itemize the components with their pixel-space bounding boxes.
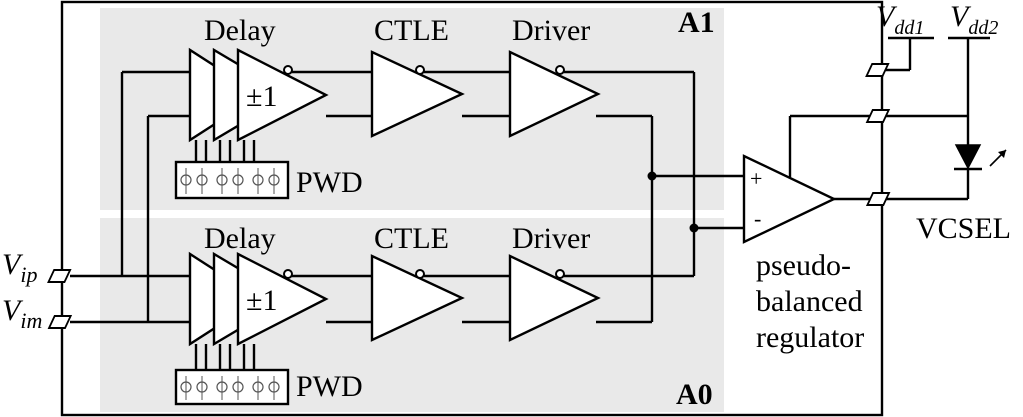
a1-delay-label: Delay: [204, 14, 276, 47]
a0-ctle-amp: [370, 254, 465, 342]
a1-pm1-label: ±1: [246, 80, 277, 113]
vdd2-main: V: [950, 0, 972, 33]
vdd2-label: Vdd2: [950, 0, 998, 39]
vim-main: V: [2, 294, 24, 327]
regulator-amp: [742, 154, 837, 244]
vim-sub: im: [20, 308, 42, 333]
pad-feedback: [865, 109, 891, 123]
pwd-cell-icon: [180, 168, 280, 194]
a0-ctle-label: CTLE: [374, 222, 449, 255]
a1-driver-amp: [508, 50, 601, 138]
vim-label: Vim: [2, 294, 42, 333]
reg-plus-label: +: [750, 166, 762, 191]
a1-driver-label: Driver: [512, 14, 590, 47]
regulator-label-3: regulator: [756, 321, 864, 354]
pad-vdd1: [865, 63, 890, 77]
vdd1-label: Vdd1: [876, 0, 924, 39]
pad-vip: [47, 269, 72, 283]
a0-driver-label: Driver: [512, 222, 590, 255]
vcsel-label: VCSEL: [916, 212, 1011, 245]
reg-minus-label: -: [754, 206, 761, 231]
a1-ctle-amp: [370, 50, 465, 138]
a0-delay-label: Delay: [204, 222, 276, 255]
a0-pwd-label: PWD: [296, 370, 363, 403]
laser-diode-icon: [954, 144, 1007, 171]
a0-delay-taps: [194, 344, 256, 370]
vdd2-sub: dd2: [968, 17, 998, 39]
junction-dot-plus: [647, 171, 657, 181]
a1-delay-stack: [188, 47, 329, 143]
vip-label: Vip: [2, 248, 37, 287]
a1-wiring: [120, 70, 696, 322]
pad-output: [865, 192, 891, 206]
pwd-cell-icon: [180, 376, 280, 400]
vip-main: V: [2, 248, 24, 281]
junction-dot-minus: [689, 223, 699, 233]
block-a1-label: A1: [678, 6, 715, 39]
a0-pm1-label: ±1: [246, 284, 277, 317]
a0-delay-stack: [188, 251, 329, 347]
vdd1-sub: dd1: [894, 17, 924, 39]
a1-pwd-label: PWD: [296, 166, 363, 199]
a0-wiring: [122, 228, 696, 324]
pad-vim: [47, 315, 73, 329]
vdd1-main: V: [876, 0, 898, 33]
a0-driver-amp: [508, 254, 601, 342]
a0-pwd-block: [174, 368, 290, 406]
regulator-label-2: balanced: [756, 285, 863, 318]
block-a0-label: A0: [676, 378, 713, 411]
a1-delay-taps: [194, 140, 256, 162]
a1-pwd-block: [174, 160, 290, 200]
a1-ctle-label: CTLE: [374, 14, 449, 47]
regulator-label-1: pseudo-: [756, 249, 851, 282]
vip-sub: ip: [20, 262, 37, 287]
